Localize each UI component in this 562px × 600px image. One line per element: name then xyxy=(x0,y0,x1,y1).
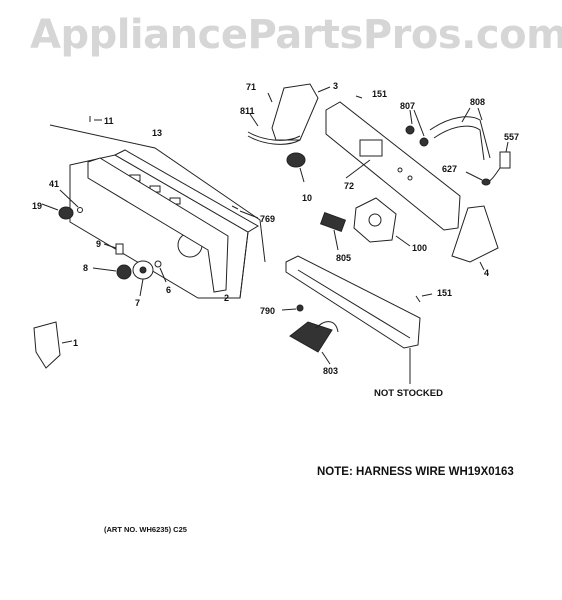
part-808-hoses[interactable] xyxy=(429,107,491,161)
callout-4: 4 xyxy=(484,268,490,278)
part-627-clip[interactable] xyxy=(465,171,491,186)
part-557-connector[interactable] xyxy=(487,141,511,183)
callout-790: 790 xyxy=(260,306,276,316)
callout-811: 811 xyxy=(240,106,255,116)
callout-72: 72 xyxy=(344,181,355,191)
part-2-frame[interactable] xyxy=(49,124,266,293)
callout-100: 100 xyxy=(412,243,428,253)
callout-151-bottom: 151 xyxy=(437,288,453,298)
part-7-dial[interactable] xyxy=(132,260,154,297)
callout-11: 11 xyxy=(104,116,114,126)
part-10-switch[interactable] xyxy=(286,152,306,183)
callout-7: 7 xyxy=(135,298,141,308)
callout-41: 41 xyxy=(49,179,60,189)
watermark-logo: AppliancePartsPros.com xyxy=(30,12,562,58)
callout-10: 10 xyxy=(302,193,313,203)
part-72-control-panel[interactable] xyxy=(325,101,461,231)
callout-13: 13 xyxy=(152,128,163,138)
callout-1: 1 xyxy=(73,338,79,348)
part-41-clip[interactable] xyxy=(59,189,83,213)
callout-19: 19 xyxy=(32,201,43,211)
part-807-grommets[interactable] xyxy=(405,109,429,147)
callout-3: 3 xyxy=(333,81,339,91)
callout-627: 627 xyxy=(442,164,458,174)
harness-wire-note: NOTE: HARNESS WIRE WH19X0163 xyxy=(317,466,514,478)
part-151-screw-top[interactable] xyxy=(355,95,363,99)
callout-151-top: 151 xyxy=(372,89,388,99)
callout-6: 6 xyxy=(166,285,172,295)
part-151-screw-bottom[interactable] xyxy=(415,293,433,303)
part-6-clip[interactable] xyxy=(154,260,167,283)
part-100-timer[interactable] xyxy=(353,197,411,247)
part-9-button[interactable] xyxy=(103,243,124,255)
art-number: (ART NO. WH6235) C25 xyxy=(104,525,187,534)
callout-2: 2 xyxy=(224,293,230,303)
part-8-knob[interactable] xyxy=(92,264,132,280)
part-1-inlay[interactable] xyxy=(33,321,73,369)
callout-803: 803 xyxy=(323,366,339,376)
part-769-screw[interactable] xyxy=(231,205,259,219)
part-71-screw[interactable] xyxy=(267,92,273,103)
callout-8: 8 xyxy=(83,263,89,273)
callout-9: 9 xyxy=(96,239,102,249)
callout-805: 805 xyxy=(336,253,352,263)
not-stocked-label: NOT STOCKED xyxy=(374,388,443,399)
part-19-knob[interactable] xyxy=(41,203,74,220)
part-3-bracket[interactable] xyxy=(271,83,331,141)
part-790-screw[interactable] xyxy=(281,304,304,312)
callout-807: 807 xyxy=(400,101,416,111)
part-11-screw[interactable] xyxy=(89,116,102,122)
part-803-lamp[interactable] xyxy=(289,321,339,365)
part-4-endcap[interactable] xyxy=(451,205,499,271)
lower-tray-not-stocked[interactable] xyxy=(285,255,421,384)
part-811-harness[interactable] xyxy=(247,113,301,145)
callout-557: 557 xyxy=(504,132,520,142)
callout-769: 769 xyxy=(260,214,276,224)
callout-808: 808 xyxy=(470,97,486,107)
part-805-switch[interactable] xyxy=(319,211,347,251)
callout-71: 71 xyxy=(246,82,257,92)
